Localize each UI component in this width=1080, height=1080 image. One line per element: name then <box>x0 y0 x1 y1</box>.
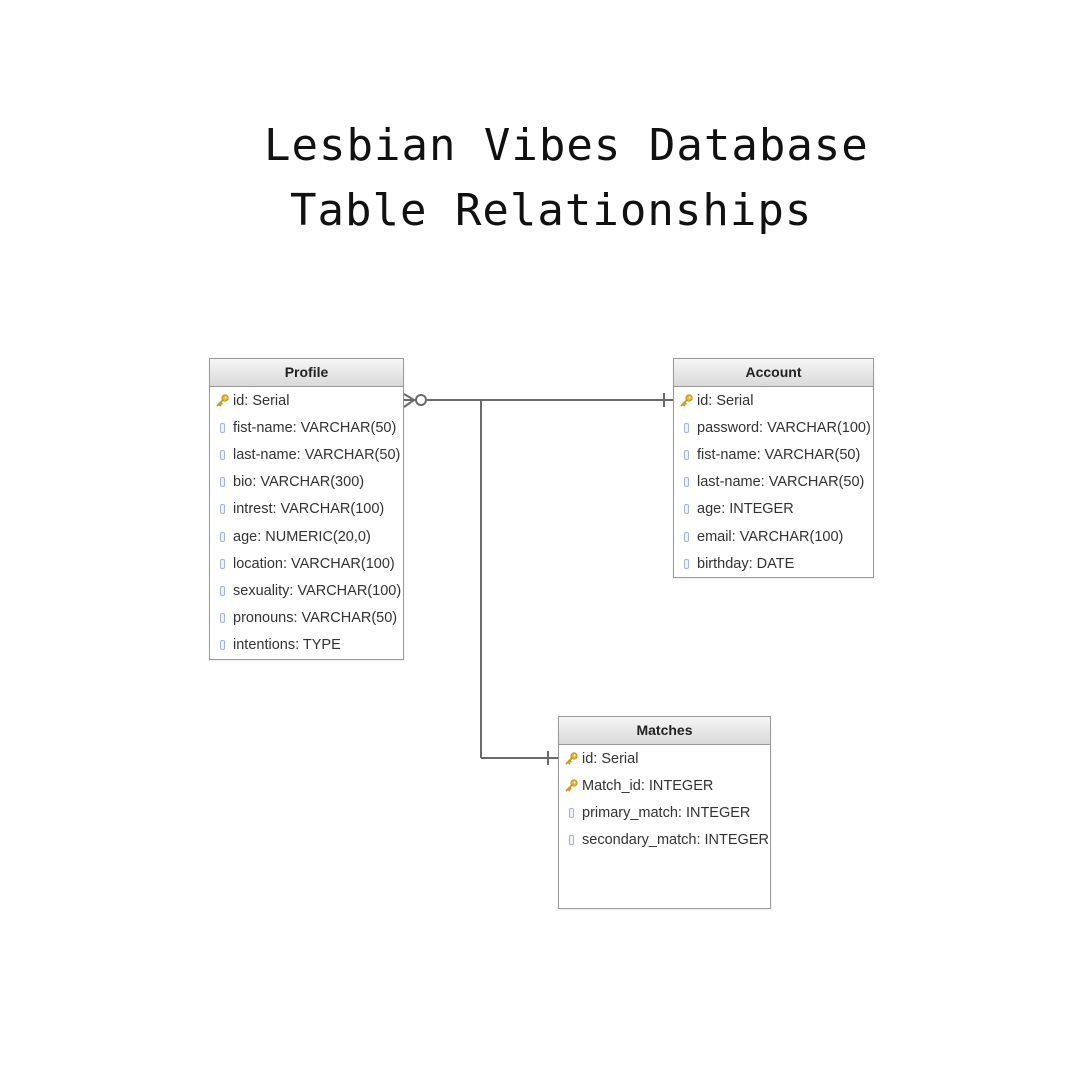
table-row[interactable]: birthday: DATE <box>674 550 873 577</box>
key-icon <box>680 394 693 407</box>
table-row[interactable]: id: Serial <box>210 387 403 414</box>
diagram-title-line-1: Lesbian Vibes Database <box>264 120 869 171</box>
field-label: intrest: VARCHAR(100) <box>233 501 385 518</box>
account-table[interactable]: Account id: Serial password: VARCHAR(100)… <box>673 358 874 578</box>
key-icon <box>565 752 578 765</box>
field-label: fist-name: VARCHAR(50) <box>233 419 397 436</box>
table-row[interactable]: id: Serial <box>559 745 770 772</box>
field-icon <box>220 585 225 596</box>
field-icon <box>220 531 225 542</box>
field-icon <box>684 449 689 460</box>
field-label: pronouns: VARCHAR(50) <box>233 610 398 627</box>
field-label: last-name: VARCHAR(50) <box>697 474 865 491</box>
field-label: last-name: VARCHAR(50) <box>233 446 401 463</box>
key-icon <box>565 779 578 792</box>
table-row[interactable]: pronouns: VARCHAR(50) <box>210 605 403 632</box>
field-label: fist-name: VARCHAR(50) <box>697 446 861 463</box>
table-row[interactable]: fist-name: VARCHAR(50) <box>674 441 873 468</box>
field-icon <box>684 422 689 433</box>
field-label: id: Serial <box>233 392 290 409</box>
field-icon <box>684 504 689 515</box>
account-fields: id: Serial password: VARCHAR(100) fist-nam… <box>674 387 873 577</box>
field-icon <box>220 449 225 460</box>
field-label: password: VARCHAR(100) <box>697 419 871 436</box>
optional-circle <box>415 394 427 406</box>
key-icon <box>216 394 229 407</box>
field-label: primary_match: INTEGER <box>582 804 751 821</box>
table-row[interactable]: intentions: TYPE <box>210 632 403 659</box>
field-label: email: VARCHAR(100) <box>697 528 844 545</box>
table-row[interactable]: location: VARCHAR(100) <box>210 550 403 577</box>
field-label: intentions: TYPE <box>233 637 341 654</box>
table-row[interactable]: age: INTEGER <box>674 496 873 523</box>
field-icon <box>684 558 689 569</box>
table-row[interactable]: primary_match: INTEGER <box>559 799 770 826</box>
matches-table-header: Matches <box>559 717 770 745</box>
account-table-header: Account <box>674 359 873 387</box>
table-row[interactable]: last-name: VARCHAR(50) <box>210 441 403 468</box>
table-row[interactable]: intrest: VARCHAR(100) <box>210 496 403 523</box>
table-row[interactable]: last-name: VARCHAR(50) <box>674 469 873 496</box>
field-label: age: INTEGER <box>697 501 794 518</box>
table-row[interactable]: email: VARCHAR(100) <box>674 523 873 550</box>
profile-table-header: Profile <box>210 359 403 387</box>
diagram-title-line-2: Table Relationships <box>290 185 813 236</box>
table-row[interactable]: bio: VARCHAR(300) <box>210 469 403 496</box>
field-icon <box>569 835 574 846</box>
profile-table[interactable]: Profile id: Serial fist-name: VARCHAR(50)… <box>209 358 404 660</box>
field-label: secondary_match: INTEGER <box>582 832 769 849</box>
field-label: id: Serial <box>697 392 754 409</box>
table-row[interactable]: password: VARCHAR(100) <box>674 414 873 441</box>
field-icon <box>569 807 574 818</box>
table-row[interactable]: fist-name: VARCHAR(50) <box>210 414 403 441</box>
field-label: sexuality: VARCHAR(100) <box>233 582 402 599</box>
field-label: Match_id: INTEGER <box>582 777 714 794</box>
field-label: id: Serial <box>582 750 639 767</box>
table-row[interactable]: age: NUMERIC(20,0) <box>210 523 403 550</box>
field-icon <box>684 531 689 542</box>
field-icon <box>220 477 225 488</box>
field-label: birthday: DATE <box>697 555 795 572</box>
table-row[interactable]: id: Serial <box>674 387 873 414</box>
field-label: bio: VARCHAR(300) <box>233 474 365 491</box>
field-icon <box>220 422 225 433</box>
profile-fields: id: Serial fist-name: VARCHAR(50) last-nam… <box>210 387 403 659</box>
table-row[interactable]: secondary_match: INTEGER <box>559 827 770 854</box>
field-label: age: NUMERIC(20,0) <box>233 528 371 545</box>
crows-foot-lower <box>403 399 415 408</box>
field-icon <box>220 613 225 624</box>
table-row[interactable]: sexuality: VARCHAR(100) <box>210 577 403 604</box>
table-row[interactable]: Match_id: INTEGER <box>559 772 770 799</box>
field-icon <box>220 640 225 651</box>
field-label: location: VARCHAR(100) <box>233 555 395 572</box>
field-icon <box>220 558 225 569</box>
field-icon <box>684 477 689 488</box>
field-icon <box>220 504 225 515</box>
